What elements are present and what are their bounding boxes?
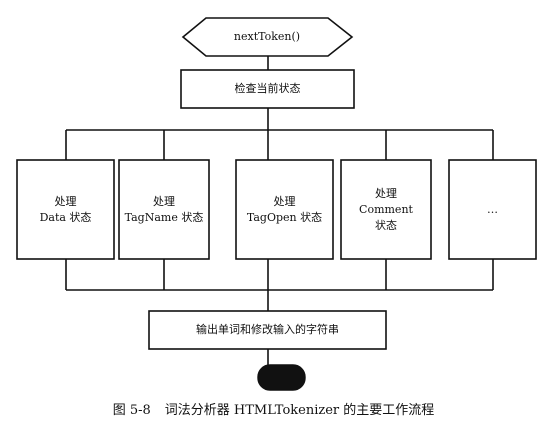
handler-node-more: … — [449, 160, 536, 259]
handler-line1: 处理 — [153, 194, 175, 208]
handler-node-tagname: 处理 TagName 状态 — [119, 160, 209, 259]
handler-node-tagopen: 处理 TagOpen 状态 — [236, 160, 333, 259]
handler-node-data: 处理 Data 状态 — [17, 160, 114, 259]
handler-line3: 状态 — [375, 218, 397, 232]
handler-line1: 处理 — [375, 186, 397, 200]
handler-line2: Comment — [359, 202, 413, 216]
handler-line1: 处理 — [54, 194, 77, 208]
handler-line1: 处理 — [273, 194, 296, 208]
ellipsis-label: … — [487, 202, 498, 216]
start-node: nextToken() — [206, 18, 328, 56]
output-node: 输出单词和修改输入的字符串 — [149, 311, 386, 349]
handler-line2: Data 状态 — [39, 210, 92, 224]
handler-box-tagopen — [235, 159, 334, 260]
handler-node-comment: 处理 Comment 状态 — [341, 160, 431, 259]
figure-number: 图 5-8 — [112, 403, 151, 418]
check-state-label: 检查当前状态 — [234, 82, 301, 95]
start-label: nextToken() — [233, 30, 301, 43]
figure-caption: 图 5-8 词法分析器 HTMLTokenizer 的主要工作流程 — [0, 399, 547, 418]
start-hexagon — [181, 17, 354, 57]
end-terminator — [257, 364, 306, 391]
handler-line2: TagName 状态 — [124, 210, 204, 224]
handler-line2: TagOpen 状态 — [246, 210, 323, 224]
output-label: 输出单词和修改输入的字符串 — [196, 323, 339, 336]
figure-title: 词法分析器 HTMLTokenizer 的主要工作流程 — [164, 403, 435, 418]
check-state-node: 检查当前状态 — [181, 70, 354, 108]
